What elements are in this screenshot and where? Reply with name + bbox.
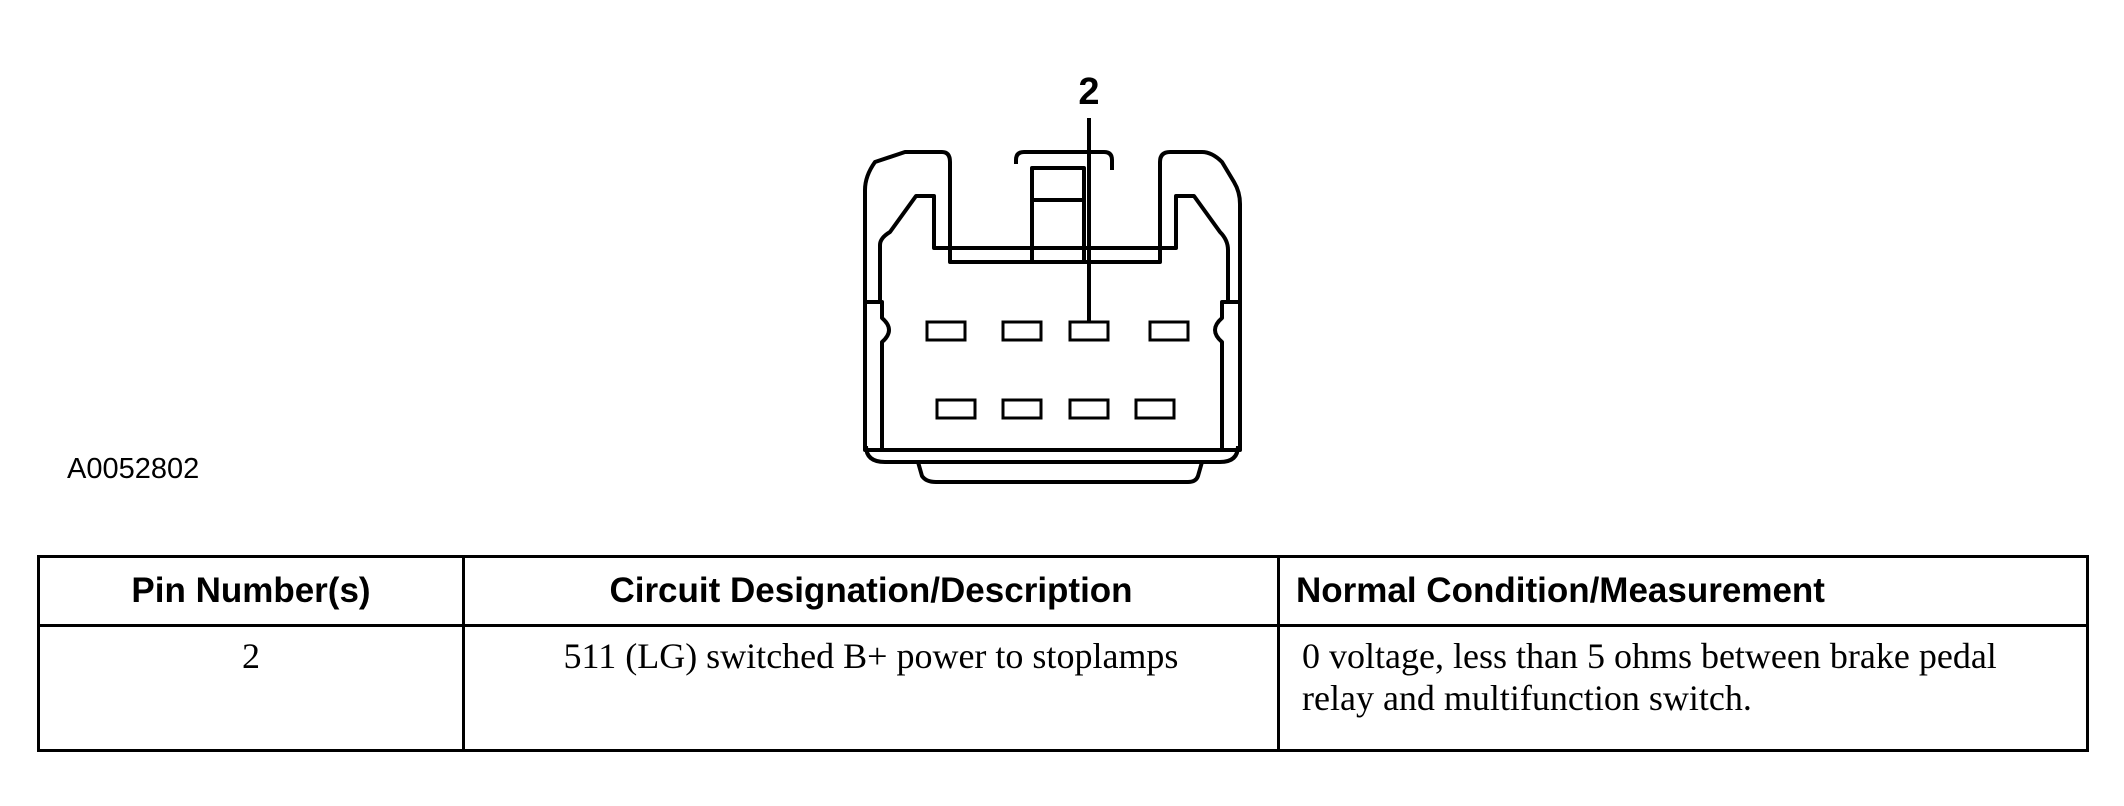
pin-cavity <box>1068 320 1110 342</box>
circuit-description-cell: 511 (LG) switched B+ power to stoplamps <box>462 624 1280 752</box>
pin-number-cell: 2 <box>37 624 465 752</box>
table-header-row: Pin Number(s) Circuit Designation/Descri… <box>37 555 2089 627</box>
pin-callout-label: 2 <box>1078 71 1099 113</box>
connector-body-outline <box>863 150 1242 452</box>
connector-inner-outline <box>878 194 1230 300</box>
column-header: Normal Condition/Measurement <box>1277 555 2089 627</box>
connector-latch <box>1030 166 1086 264</box>
column-header: Circuit Designation/Description <box>462 555 1280 627</box>
connector-bottom-lip <box>916 461 1204 484</box>
connector-latch-cap <box>1014 150 1114 170</box>
pin-cavity <box>925 320 967 342</box>
pin-table: Pin Number(s) Circuit Designation/Descri… <box>37 555 2089 752</box>
table-row: 2 511 (LG) switched B+ power to stoplamp… <box>37 624 2089 752</box>
connector-face-diagram: 2 <box>863 71 1242 484</box>
pin-cavity <box>1134 398 1176 420</box>
column-header: Pin Number(s) <box>37 555 465 627</box>
normal-condition-cell: 0 voltage, less than 5 ohms between brak… <box>1277 624 2089 752</box>
connector-bottom-rim <box>864 445 1240 464</box>
pin-cavity <box>1148 320 1190 342</box>
connector-right-rail <box>1213 300 1240 450</box>
pin-cavity <box>1001 320 1043 342</box>
figure-id: A0052802 <box>67 453 200 485</box>
pin-cavity <box>935 398 977 420</box>
pin-cavity <box>1001 398 1043 420</box>
pin-cavity <box>1068 398 1110 420</box>
connector-left-rail <box>865 300 891 450</box>
